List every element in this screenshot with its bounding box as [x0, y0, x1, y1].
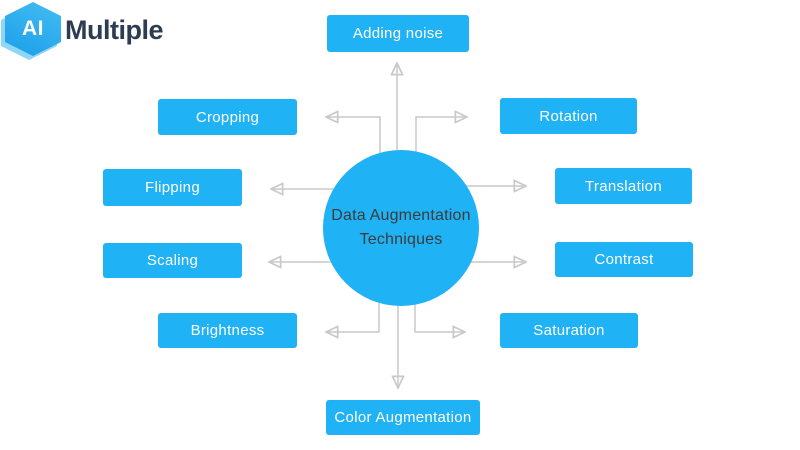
- node-cropping: Cropping: [158, 99, 297, 135]
- node-scaling: Scaling: [103, 243, 242, 278]
- node-adding-noise: Adding noise: [327, 15, 469, 52]
- node-contrast: Contrast: [555, 242, 693, 277]
- aimultiple-logo: AI Multiple: [1, 2, 164, 60]
- node-brightness: Brightness: [158, 313, 297, 348]
- logo-ai-text: AI: [22, 17, 44, 40]
- node-saturation: Saturation: [500, 313, 638, 348]
- center-node-label-line2: Techniques: [359, 231, 443, 248]
- center-node-label-line1: Data Augmentation: [331, 207, 471, 224]
- logo-brand-text: Multiple: [65, 14, 164, 45]
- node-flipping: Flipping: [103, 169, 242, 206]
- center-node: Data Augmentation Techniques: [323, 150, 479, 306]
- node-rotation: Rotation: [500, 98, 637, 134]
- logo-hexagon-icon: AI: [1, 2, 61, 60]
- node-color-augmentation: Color Augmentation: [326, 400, 480, 435]
- node-translation: Translation: [555, 168, 692, 204]
